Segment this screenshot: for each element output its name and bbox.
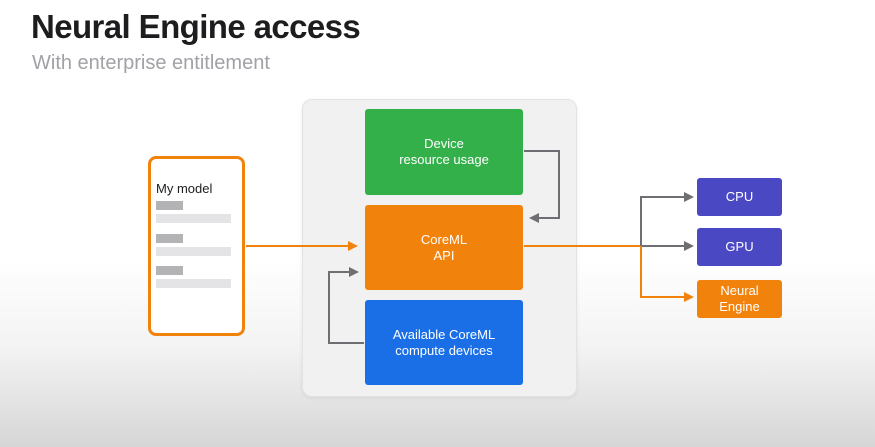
coreml-api-line-1: CoreML [420,231,468,247]
device-resource-usage-line-1: Device [424,136,464,151]
compute-devices-line-2: compute devices [395,342,493,358]
cpu-label: CPU [725,189,754,204]
model-bar-dark-2 [156,234,183,243]
model-bar-light-1 [156,214,231,223]
arrow-to-neural-engine [640,246,694,302]
neural-engine-line-1: Neural [720,283,759,298]
cpu-box: CPU [697,178,782,216]
model-bar-dark-3 [156,266,183,275]
slide-subtitle: With enterprise entitlement [32,52,270,74]
compute-devices-box: Available CoreML compute devices [365,300,523,385]
device-resource-usage-line-2: resource usage [399,152,489,167]
device-resource-usage-box: Device resource usage [365,109,523,195]
gpu-box: GPU [697,228,782,266]
coreml-api-box: CoreML API [365,205,523,290]
my-model-label: My model [156,181,213,196]
model-bar-light-2 [156,247,231,256]
coreml-api-line-2: API [433,247,455,263]
gpu-label: GPU [725,239,754,254]
my-model-card: My model [148,156,245,336]
neural-engine-box: Neural Engine [697,280,782,318]
slide-title: Neural Engine access [31,8,361,45]
compute-devices-line-1: Available CoreML [392,326,496,342]
model-bar-dark-1 [156,201,183,210]
neural-engine-line-2: Engine [719,299,760,314]
model-bar-light-3 [156,279,231,288]
